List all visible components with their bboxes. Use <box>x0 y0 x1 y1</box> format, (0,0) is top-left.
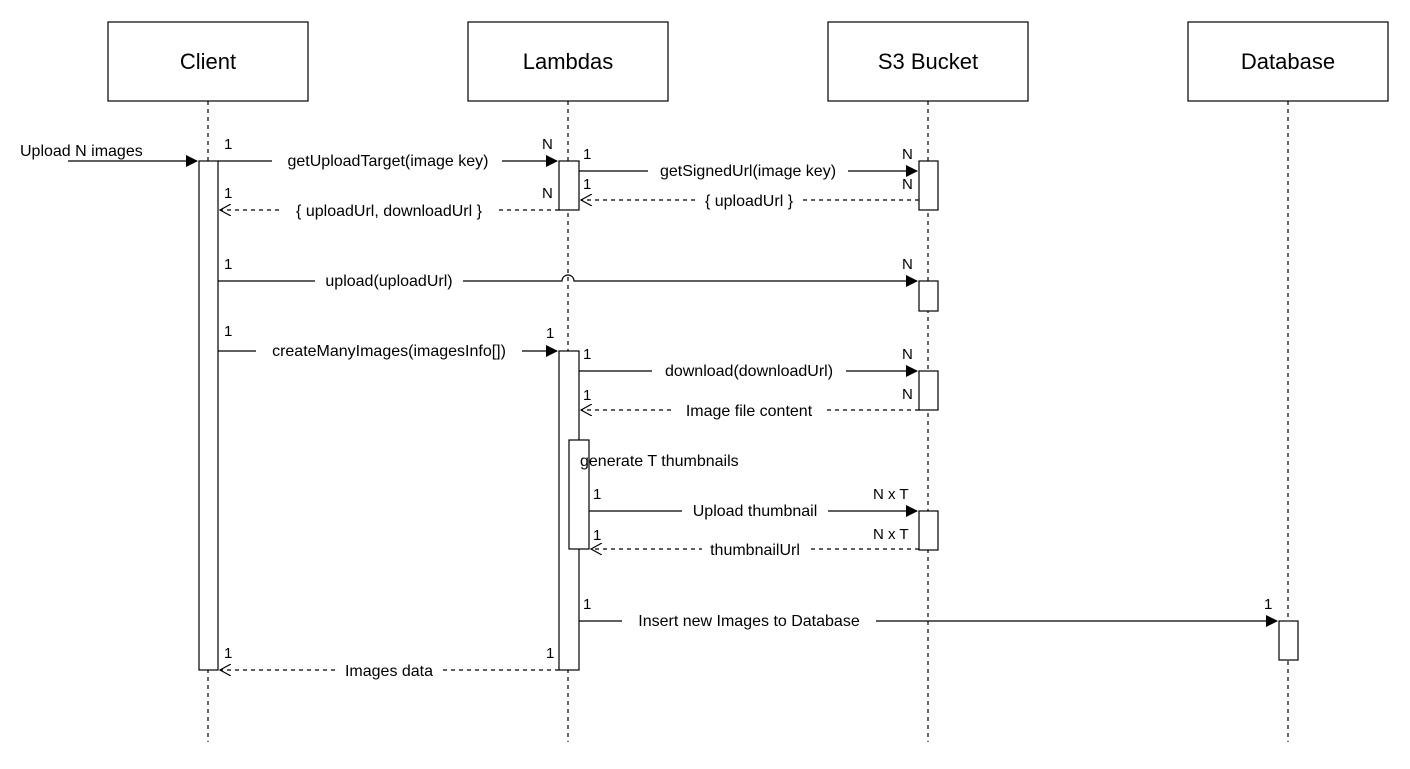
message-get-signed-url-label: getSignedUrl(image key) <box>660 163 836 180</box>
participant-lambdas-label: Lambdas <box>523 49 614 74</box>
message-image-file-content-label: Image file content <box>686 403 813 420</box>
activation-lambdas-thumbnails <box>568 439 590 550</box>
message-insert-images-label: Insert new Images to Database <box>638 613 860 630</box>
message-create-many-images-label: createManyImages(imagesInfo[]) <box>272 343 506 360</box>
mult-s3-download-n-top: N <box>902 346 913 363</box>
activation-database <box>1278 620 1299 661</box>
mult-lambdas-images-data-1: 1 <box>546 645 554 662</box>
activation-client <box>198 160 219 671</box>
mult-lambdas-upload-target-n: N <box>542 136 553 153</box>
mult-lambdas-download-1: 1 <box>583 346 591 363</box>
message-upload-download-reply-label: { uploadUrl, downloadUrl } <box>296 203 483 220</box>
mult-lambdas-insert-1: 1 <box>583 596 591 613</box>
mult-database-insert-1: 1 <box>1264 596 1272 613</box>
mult-s3-download-n-bottom: N <box>902 386 913 403</box>
message-download-label: download(downloadUrl) <box>665 363 833 380</box>
message-get-upload-target-label: getUploadTarget(image key) <box>288 153 489 170</box>
mult-s3-signed-url-n-top: N <box>902 146 913 163</box>
participant-database-label: Database <box>1241 49 1335 74</box>
message-upload-url-reply-label: { uploadUrl } <box>705 193 794 210</box>
participant-client-label: Client <box>180 49 236 74</box>
message-upload-n-images-label: Upload N images <box>20 143 143 160</box>
activation-lambdas-upload-target <box>558 160 580 211</box>
mult-lambdas-reply-n: N <box>542 185 553 202</box>
mult-s3-upload-n: N <box>902 256 913 273</box>
participant-s3-bucket: S3 Bucket <box>827 21 1029 102</box>
message-lines <box>68 155 1278 670</box>
message-images-data-label: Images data <box>345 663 433 680</box>
message-thumbnail-url-label: thumbnailUrl <box>710 542 800 559</box>
mult-lambdas-create-1: 1 <box>546 325 554 342</box>
activations <box>198 160 1299 671</box>
mult-lambdas-content-1: 1 <box>583 387 591 404</box>
message-labels: Upload N images getUploadTarget(image ke… <box>20 143 876 680</box>
mult-lambdas-reply-1: 1 <box>583 176 591 193</box>
mult-s3-thumbnail-nxt-bottom: N x T <box>873 526 909 543</box>
participant-s3-bucket-label: S3 Bucket <box>878 49 978 74</box>
mult-client-upload-target-1: 1 <box>224 136 232 153</box>
mult-lambdas-thumbnail-1: 1 <box>593 486 601 503</box>
mult-s3-signed-url-n-bottom: N <box>902 176 913 193</box>
participant-database: Database <box>1187 21 1389 102</box>
mult-client-images-data-1: 1 <box>224 645 232 662</box>
activation-s3-download <box>918 370 939 411</box>
activation-s3-upload <box>918 280 939 312</box>
message-upload-line <box>218 274 918 287</box>
message-upload-label: upload(uploadUrl) <box>325 273 452 290</box>
participant-client: Client <box>107 21 309 102</box>
mult-client-upload-1: 1 <box>224 256 232 273</box>
mult-client-create-1: 1 <box>224 323 232 340</box>
message-generate-thumbnails-label: generate T thumbnails <box>580 453 739 470</box>
mult-lambdas-thumbnail-url-1: 1 <box>593 527 601 544</box>
message-upload-thumbnail-label: Upload thumbnail <box>693 503 818 520</box>
mult-lambdas-signed-url-1: 1 <box>583 146 591 163</box>
participant-lambdas: Lambdas <box>467 21 669 102</box>
activation-s3-signed-url <box>918 160 939 211</box>
activation-s3-thumbnail <box>918 510 939 551</box>
multiplicity-labels: 1 N 1 N N 1 N 1 1 N 1 1 1 N 1 N 1 N x T … <box>224 136 1272 662</box>
mult-s3-thumbnail-nxt-top: N x T <box>873 486 909 503</box>
mult-client-reply-1: 1 <box>224 185 232 202</box>
